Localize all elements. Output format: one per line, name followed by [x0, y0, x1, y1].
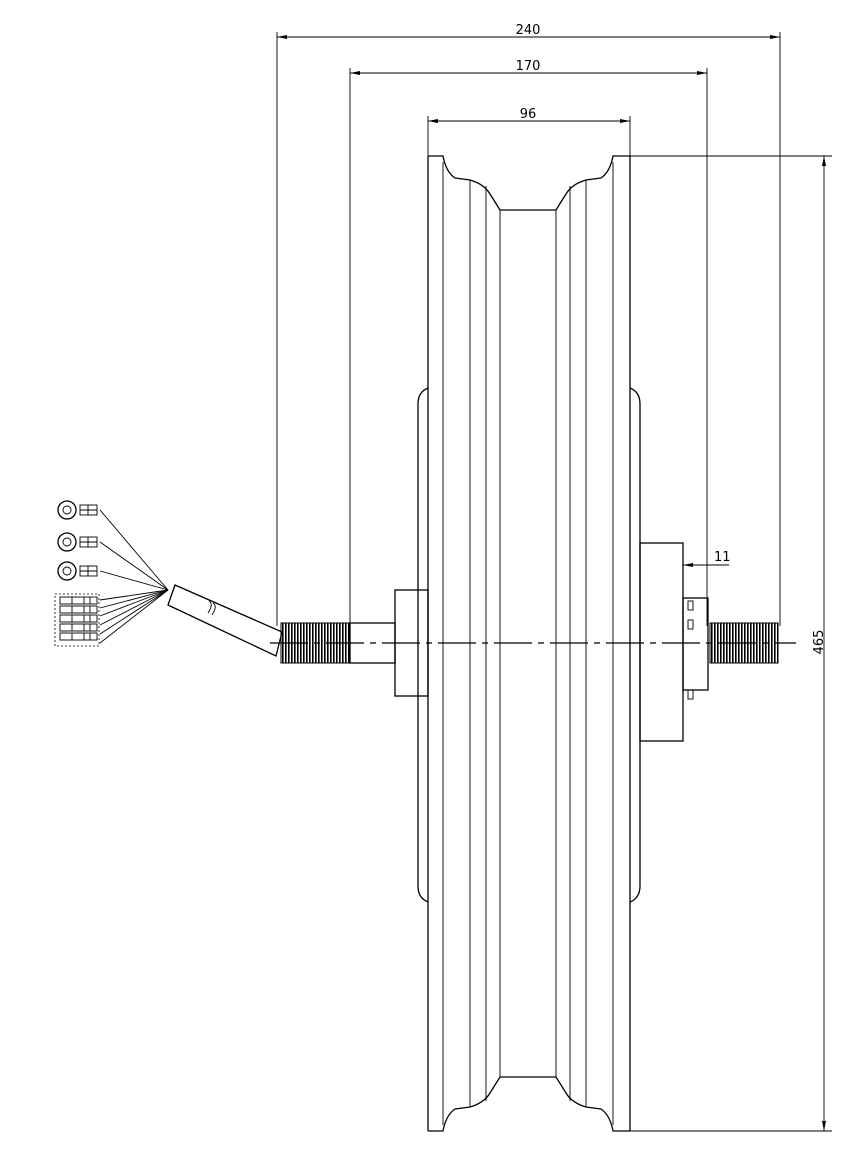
dimension-label-170: 170 — [516, 59, 541, 74]
ring-terminal-2 — [57, 532, 98, 552]
dimension-11: 11 — [683, 550, 731, 567]
cable-wires — [99, 509, 169, 644]
dimension-label-240: 240 — [516, 23, 541, 38]
dimension-96: 96 — [427, 107, 631, 158]
dimension-465: 465 — [630, 155, 832, 1132]
hall-sensor-connector — [54, 593, 100, 647]
dimension-240: 240 — [276, 23, 781, 626]
dimension-label-11: 11 — [714, 550, 731, 565]
dimension-170: 170 — [349, 59, 708, 626]
ring-terminal-3 — [57, 561, 98, 581]
dimension-label-96: 96 — [520, 107, 537, 122]
dimension-label-465: 465 — [812, 630, 827, 655]
motor-cable — [167, 584, 283, 657]
right-axle-assembly — [639, 542, 779, 742]
right-brake-housing — [639, 542, 684, 742]
right-bearing-cap — [682, 597, 709, 691]
ring-terminal-1 — [57, 500, 98, 520]
